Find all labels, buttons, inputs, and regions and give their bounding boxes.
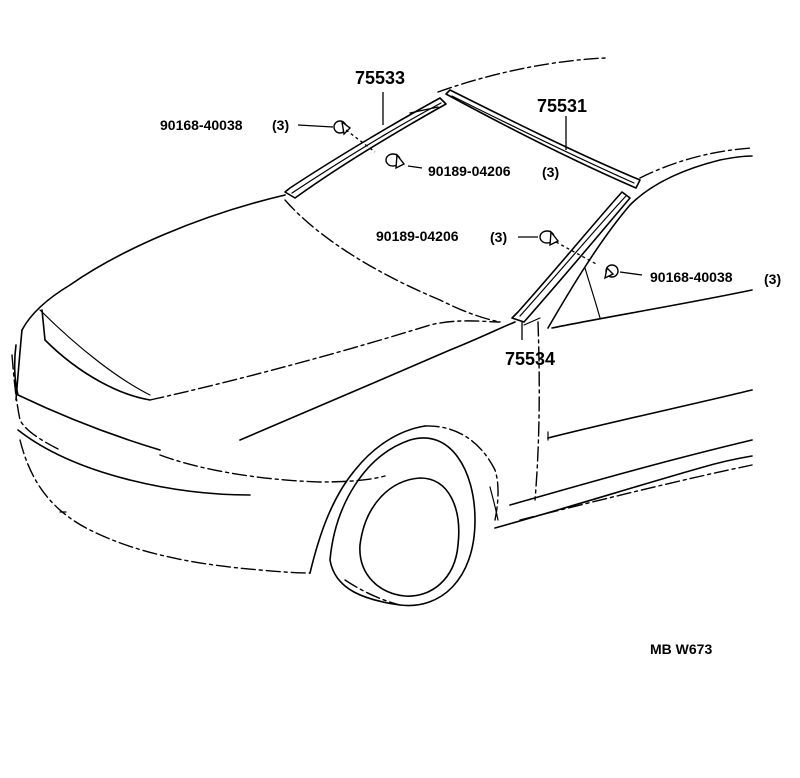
right-pillar-molding-75534 xyxy=(511,191,631,326)
clip-icon xyxy=(604,264,619,280)
roof-molding-75531 xyxy=(445,89,641,189)
car-body-outline xyxy=(11,57,753,607)
left-pillar-molding-75533 xyxy=(284,97,447,199)
clip-part-number: 90168-40038 xyxy=(650,269,733,285)
clip-icon xyxy=(539,230,560,247)
drawing-reference-code: MB W673 xyxy=(650,641,712,657)
clip-part-number: 90189-04206 xyxy=(428,163,511,179)
part-number-75531: 75531 xyxy=(537,96,587,116)
clip-part-number: 90168-40038 xyxy=(160,117,243,133)
clip-icon xyxy=(385,153,406,170)
clip-qty: (3) xyxy=(272,117,289,133)
clip-part-number: 90189-04206 xyxy=(376,228,459,244)
leader-lines xyxy=(297,92,643,340)
clip-qty: (3) xyxy=(542,164,559,180)
part-number-75533: 75533 xyxy=(355,68,405,88)
clip-qty: (3) xyxy=(764,271,781,287)
part-number-75534: 75534 xyxy=(505,349,555,369)
clip-icon xyxy=(333,120,352,136)
clip-qty: (3) xyxy=(490,229,507,245)
